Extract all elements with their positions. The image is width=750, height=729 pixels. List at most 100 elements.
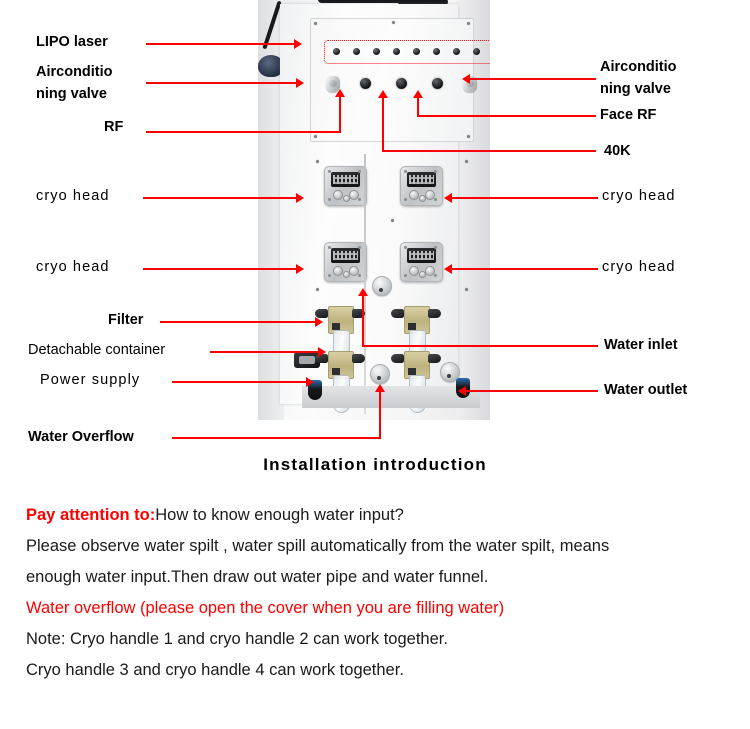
label-airconditioning-valve-right-1: Airconditio (600, 59, 677, 75)
label-cryo-head-4: cryo head (602, 259, 676, 275)
power-supply-socket (294, 352, 320, 368)
cryo-pin (419, 271, 426, 278)
filter-wing (391, 354, 404, 363)
panel-screw (465, 288, 468, 291)
leader-line-forty-k-horizontal (382, 150, 596, 152)
machine-photo (258, 0, 490, 420)
cryo-screw (434, 246, 437, 249)
leader-line-power-supply (172, 381, 306, 383)
label-filter: Filter (108, 312, 144, 328)
lipo-laser-port (373, 48, 380, 55)
note-line-2: Please observe water spilt , water spill… (26, 537, 610, 555)
label-detachable-container: Detachable container (28, 342, 166, 358)
panel-screw (467, 22, 470, 25)
cryo-screw (404, 198, 407, 201)
cryo-screw (328, 274, 331, 277)
cryo-screw (434, 170, 437, 173)
leader-line-cryo-head-4 (452, 268, 598, 270)
arrow-right-icon (296, 193, 304, 203)
arrow-left-icon (444, 264, 452, 274)
handle-lamp (258, 55, 284, 77)
arrow-right-icon (296, 264, 304, 274)
leader-line-face-rf-horizontal (417, 115, 596, 117)
arrow-up-icon (413, 90, 423, 98)
cryo-pin (409, 190, 419, 200)
leader-line-water-inlet-horizontal (362, 345, 598, 347)
panel-screw (467, 135, 470, 138)
note-line-4: Water overflow (please open the cover wh… (26, 599, 505, 617)
notes-section: Pay attention to:How to know enough wate… (0, 500, 750, 686)
panel-screw (314, 22, 317, 25)
label-forty-k: 40K (604, 143, 631, 159)
cryo-screw (404, 170, 407, 173)
leader-line-airconditioning-valve-right (470, 78, 596, 80)
arrow-up-icon (358, 288, 368, 296)
cryo-screw (328, 246, 331, 249)
diagram-caption: Installation introduction (263, 455, 487, 474)
arrow-left-icon (444, 193, 452, 203)
cryo-pin (343, 271, 350, 278)
leader-line-water-overflow-horizontal (172, 437, 381, 439)
arrow-left-icon (462, 74, 470, 84)
water-inlet-valve (372, 276, 392, 296)
cryo-pin (333, 266, 343, 276)
label-airconditioning-valve-right-2: ning valve (600, 81, 671, 97)
cryo-connector-block (407, 172, 436, 187)
panel-screw (465, 160, 468, 163)
cryo-screw (404, 246, 407, 249)
leader-line-cryo-head-2 (452, 197, 598, 199)
arrow-right-icon (306, 377, 314, 387)
leader-line-detachable-container (210, 351, 318, 353)
cryo-head-connector-3 (324, 242, 367, 282)
label-water-overflow: Water Overflow (28, 429, 134, 445)
panel-screw (314, 135, 317, 138)
cryo-head-connector-2 (400, 166, 443, 206)
label-cryo-head-3: cryo head (36, 259, 110, 275)
filter-4 (404, 351, 430, 379)
filter-wing (352, 309, 365, 318)
cryo-pin (425, 190, 435, 200)
label-airconditioning-valve-left-1: Airconditio (36, 64, 113, 80)
panel-screw (316, 160, 319, 163)
filter-wing (391, 309, 404, 318)
cryo-pin (349, 190, 359, 200)
forty-k-port (432, 78, 443, 89)
leader-line-forty-k-vertical (382, 97, 384, 151)
filter-wing (428, 309, 441, 318)
leader-line-face-rf-vertical (417, 97, 419, 116)
arrow-right-icon (315, 317, 323, 327)
leader-line-rf-vertical (339, 96, 341, 132)
label-cryo-head-1: cryo head (36, 188, 110, 204)
leader-line-cryo-head-1 (143, 197, 296, 199)
label-airconditioning-valve-left-2: ning valve (36, 86, 107, 102)
cryo-head-connector-4 (400, 242, 443, 282)
cryo-pin (349, 266, 359, 276)
arrow-up-icon (375, 384, 385, 392)
panel-screw (391, 219, 394, 222)
cryo-screw (434, 198, 437, 201)
cryo-screw (328, 198, 331, 201)
cryo-screw (358, 198, 361, 201)
airconditioning-valve-left (326, 76, 340, 92)
lipo-laser-port (393, 48, 400, 55)
label-cryo-head-2: cryo head (602, 188, 676, 204)
cryo-screw (358, 170, 361, 173)
face-rf-port (396, 78, 407, 89)
leader-line-cryo-head-3 (143, 268, 296, 270)
leader-line-filter (160, 321, 315, 323)
lipo-laser-port (413, 48, 420, 55)
label-lipo-laser: LIPO laser (36, 34, 108, 50)
lipo-laser-port (353, 48, 360, 55)
panel-screw (392, 21, 395, 24)
cabinet-seam (364, 154, 366, 414)
cable-top (318, 0, 408, 3)
note-line-1-text: How to know enough water input? (155, 506, 404, 524)
note-line-5: Note: Cryo handle 1 and cryo handle 2 ca… (26, 630, 448, 648)
lipo-laser-port (433, 48, 440, 55)
rf-port (360, 78, 371, 89)
arrow-right-icon (318, 347, 326, 357)
leader-line-water-overflow-vertical (379, 391, 381, 438)
note-highlight-prefix: Pay attention to: (26, 506, 156, 524)
note-line-3: enough water input.Then draw out water p… (26, 568, 489, 586)
lipo-laser-port (333, 48, 340, 55)
